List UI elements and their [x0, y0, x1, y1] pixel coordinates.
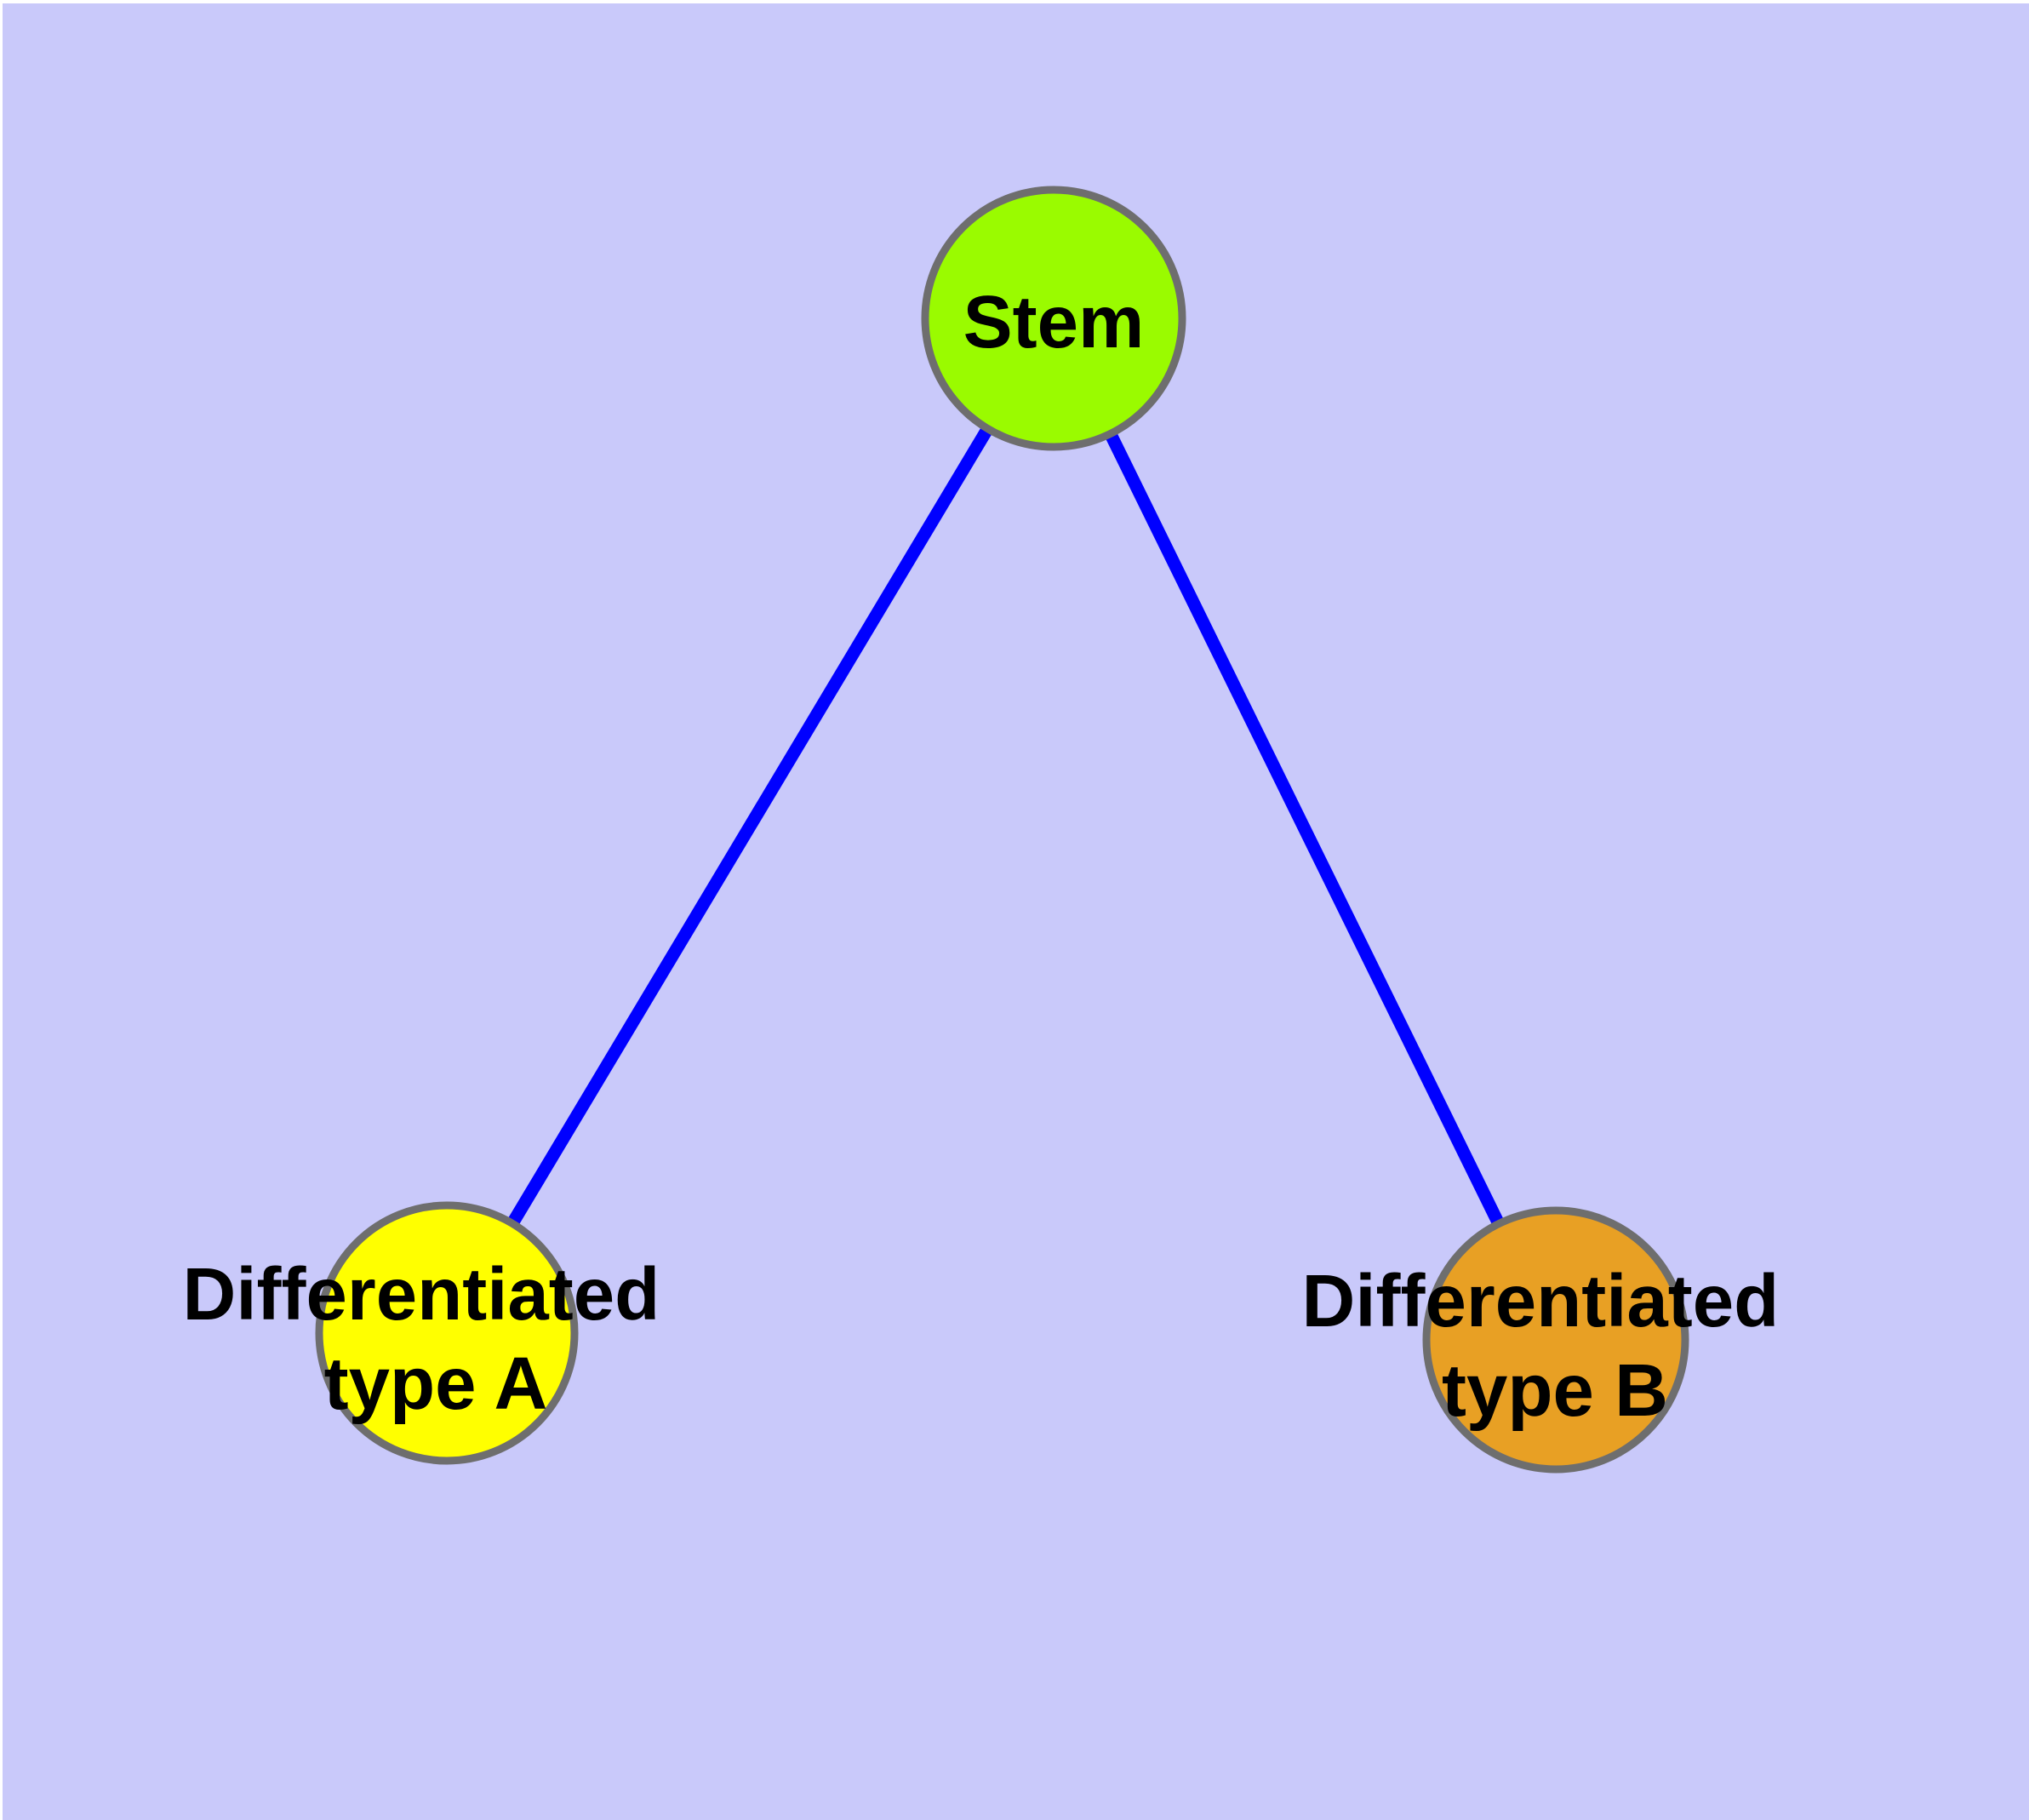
node-differentiated-type-a[interactable] — [315, 1201, 579, 1465]
node-type-b-label-line2: type B — [1442, 1349, 1668, 1432]
node-type-b-label: Differentiated type B — [1302, 1260, 1800, 1432]
node-type-a-label-line1: Differentiated — [183, 1253, 660, 1336]
node-type-a-label-line2: type A — [324, 1342, 548, 1425]
node-differentiated-type-b[interactable] — [1422, 1206, 1689, 1474]
node-type-a-label: Differentiated type A — [183, 1253, 681, 1425]
node-type-b-label-line1: Differentiated — [1302, 1260, 1780, 1342]
edge-stem-to-type-b — [1048, 315, 1562, 1343]
edge-stem-to-type-a — [441, 315, 1060, 1336]
node-stem-label: Stem — [963, 281, 1145, 363]
node-stem[interactable] — [921, 186, 1186, 451]
